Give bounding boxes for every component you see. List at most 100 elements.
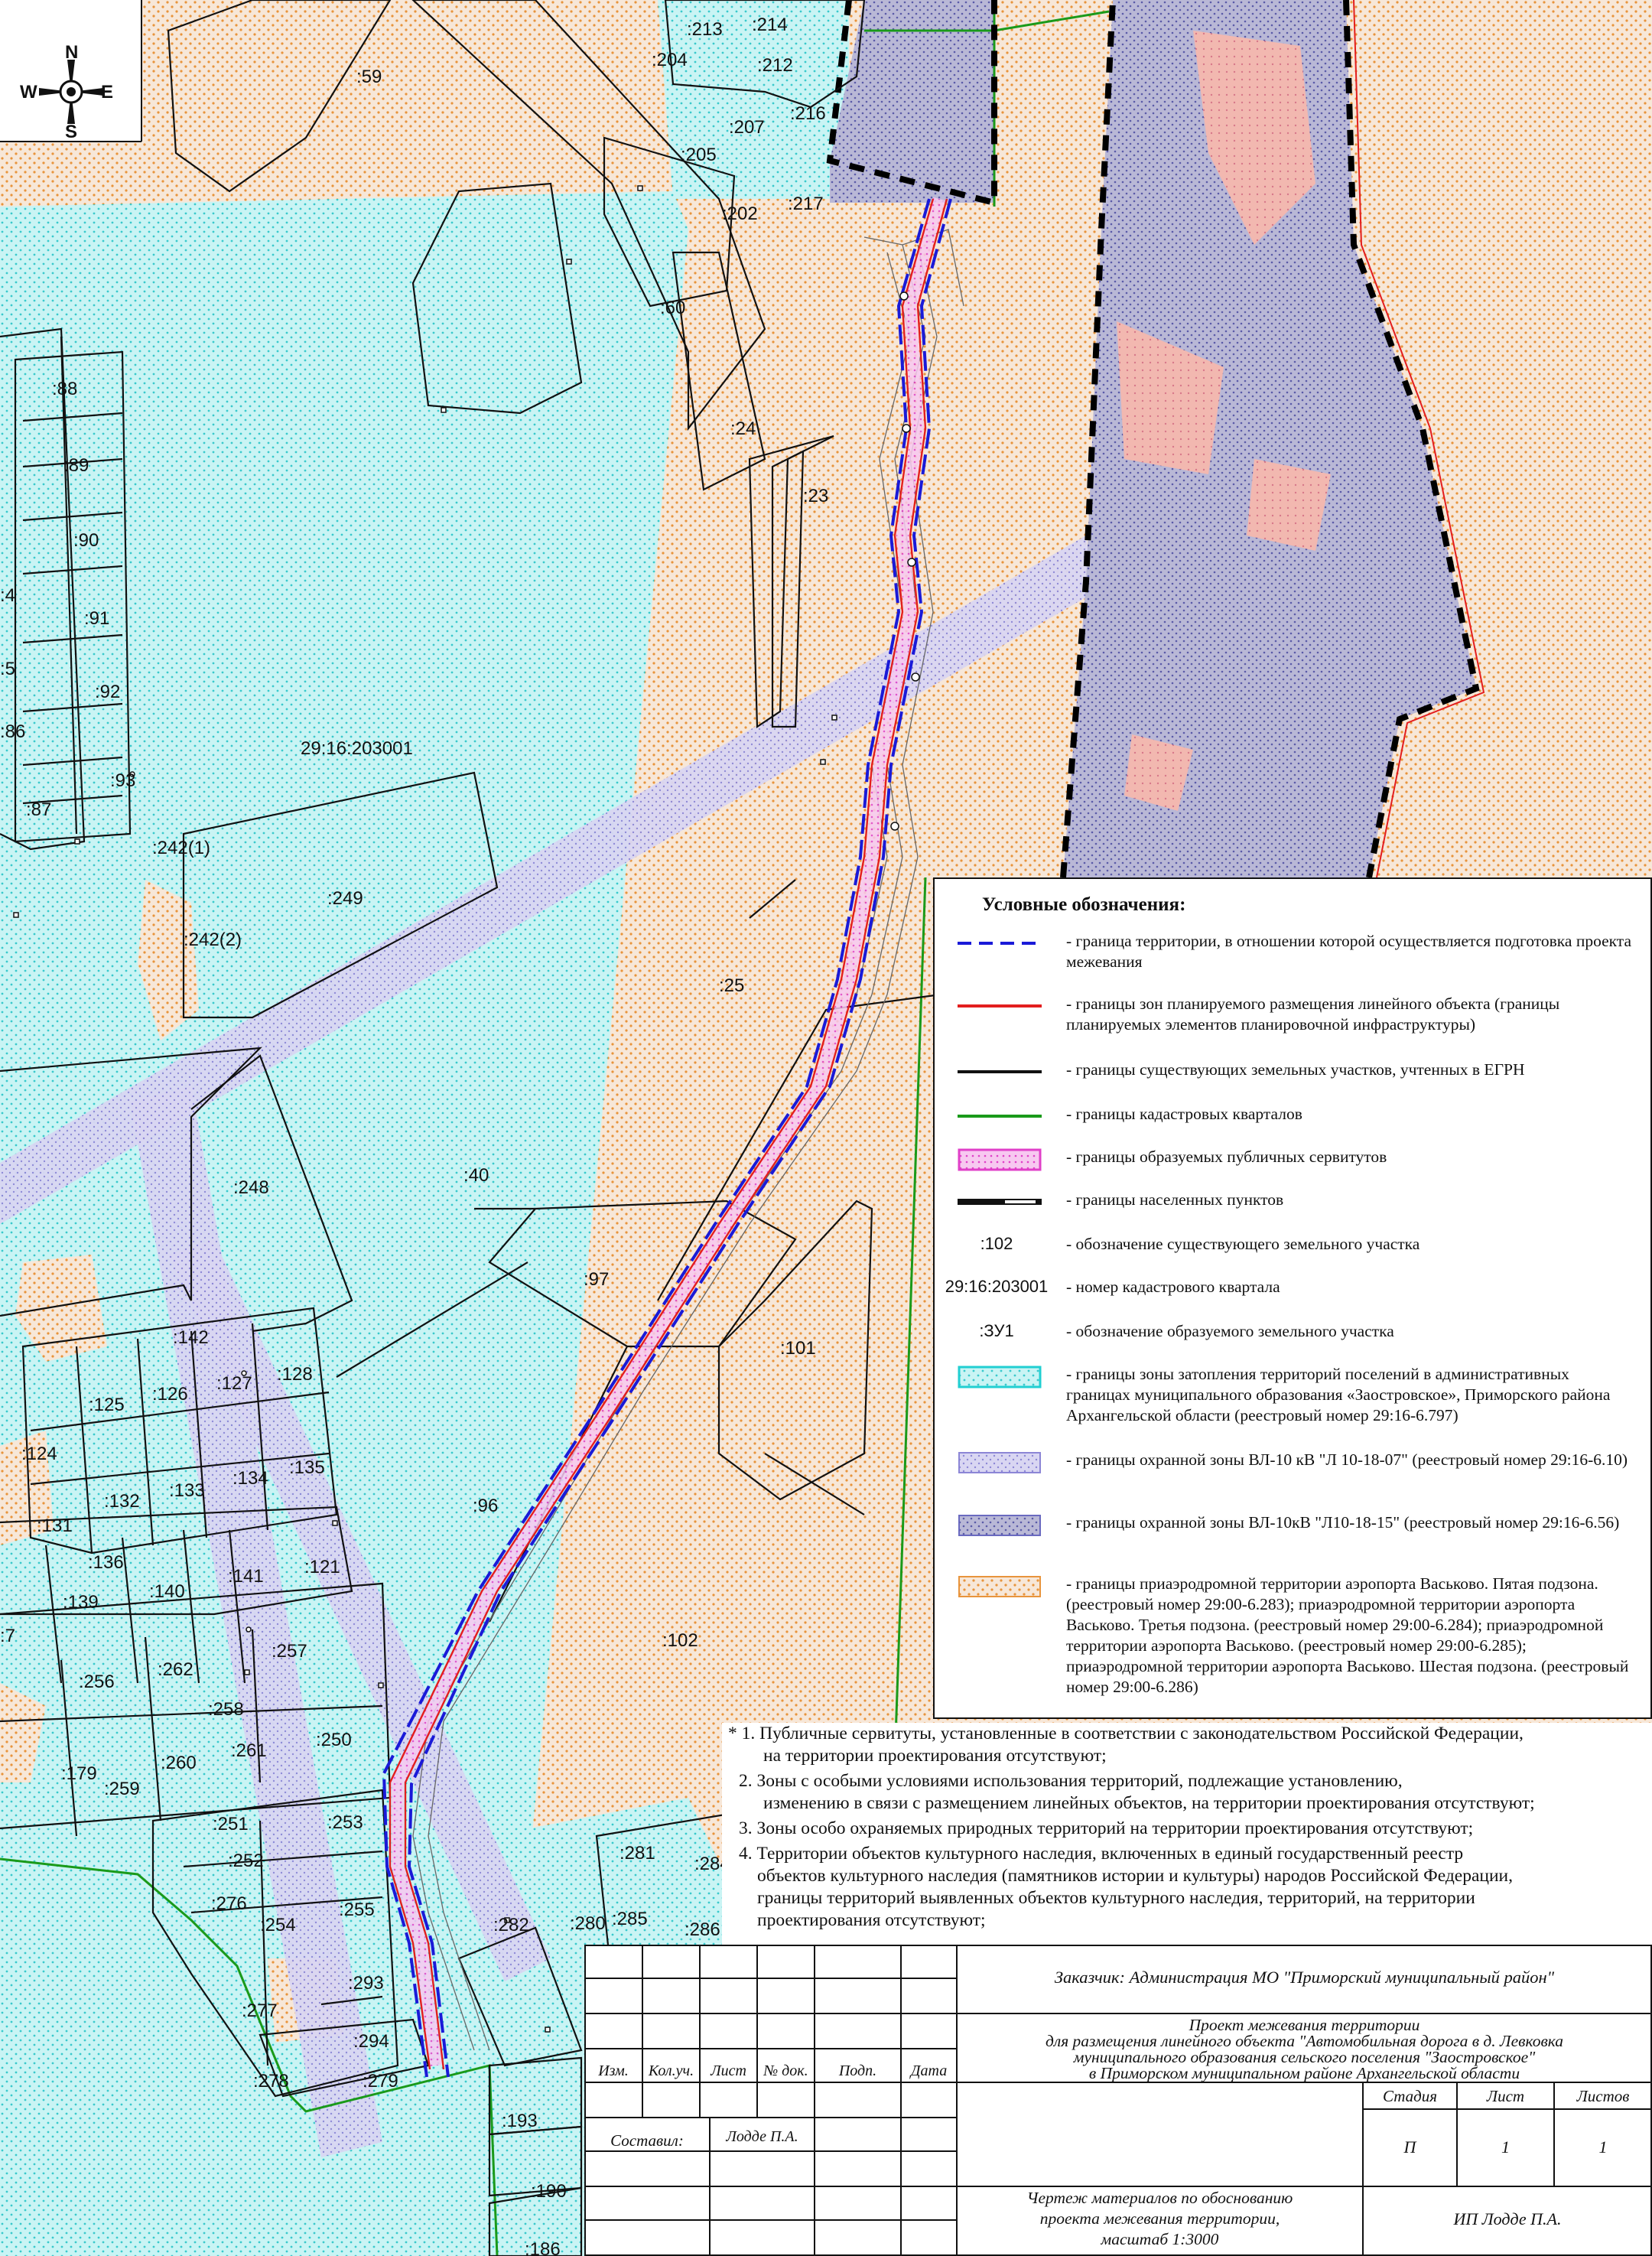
project-boundary — [382, 198, 952, 2078]
parcel-label: :279 — [363, 2071, 398, 2092]
note-line: * 1. Публичные сервитуты, установленные … — [728, 1724, 1524, 1743]
parcel-label: :141 — [228, 1566, 264, 1587]
parcel-boundaries — [0, 0, 941, 2256]
stamp-sheet-header: Лист — [1486, 2087, 1525, 2105]
parcel-label: :87 — [26, 799, 51, 820]
parcel-label: :102 — [662, 1630, 698, 1651]
legend-text: - границы зон планируемого размещения ли… — [1066, 995, 1560, 1034]
parcel-label: :128 — [277, 1364, 313, 1385]
lavender-dotted-rect-icon — [958, 1452, 1041, 1473]
stamp-drawing-line: проекта межевания территории, — [1039, 2209, 1280, 2228]
title-block-grid — [584, 1945, 1652, 2256]
parcel-label: :248 — [233, 1177, 269, 1198]
parcel-labels: :59 :213 :214 :204 :212 :216 :207 :205 :… — [0, 15, 828, 2256]
stamp-header-change: Изм. — [598, 2062, 629, 2079]
legend-title: Условные обозначения: — [982, 894, 1186, 915]
parcel-label: :140 — [149, 1581, 185, 1602]
parcel-label: :136 — [88, 1552, 124, 1573]
parcel-label: :252 — [228, 1851, 264, 1871]
stamp-compiled-label: Составил: — [610, 2131, 684, 2150]
note-line: проектирования отсутствуют; — [757, 1910, 986, 1930]
stamp-header-doc: № док. — [763, 2062, 808, 2079]
note-line: на территории проектирования отсутствуют… — [763, 1746, 1107, 1766]
note-line: объектов культурного наследия (памятнико… — [757, 1866, 1513, 1886]
stamp-project-line: для размещения линейного объекта "Автомо… — [1045, 2032, 1564, 2050]
power-line-zone-l10-18-07-branch2 — [168, 1239, 551, 1981]
parcel-label: :40 — [463, 1165, 489, 1186]
parcel-label: :217 — [788, 194, 824, 214]
parcel-label: :89 — [63, 455, 89, 476]
parcel-label: :86 — [0, 721, 25, 742]
compass-north: N — [65, 42, 78, 63]
parcel-label: :101 — [780, 1338, 816, 1359]
stamp-sheets-header: Листов — [1576, 2087, 1630, 2105]
parcel-label: :259 — [104, 1779, 140, 1799]
legend-text: - границы населенных пунктов — [1066, 1190, 1284, 1209]
stamp-project-line: Проект межевания территории — [1189, 2016, 1420, 2034]
stamp-stage: П — [1403, 2137, 1416, 2157]
parcel-label: :242(2) — [184, 929, 242, 950]
parcel-label: :276 — [211, 1893, 247, 1914]
cyan-dotted-rect-icon — [958, 1366, 1042, 1388]
stamp-header-count: Кол.уч. — [648, 2062, 694, 2079]
legend-text: - обозначение существующего земельного у… — [1066, 1235, 1420, 1253]
parcel-label: :260 — [161, 1753, 197, 1773]
pink-patch — [1193, 31, 1315, 245]
stamp-drawing-line: масштаб 1:3000 — [1101, 2230, 1219, 2248]
pink-patch — [1124, 734, 1193, 811]
parcel-label: :124 — [21, 1444, 57, 1464]
parcel-label: :24 — [730, 418, 756, 439]
parcel-label: :294 — [353, 2031, 389, 2052]
compass-west: W — [20, 82, 37, 103]
red-line-icon — [958, 1004, 1042, 1008]
parcel-label: :88 — [52, 379, 77, 399]
note-line: границы территорий выявленных объектов к… — [757, 1888, 1475, 1908]
compass-south: S — [65, 122, 77, 142]
parcel-label: :242(1) — [152, 838, 210, 858]
parcel-label: :250 — [316, 1730, 352, 1750]
parcel-label: :121 — [304, 1557, 340, 1577]
cadastral-quarter-boundary — [893, 877, 927, 1760]
parcel-label: :254 — [260, 1915, 296, 1935]
planned-object-zone — [389, 198, 948, 2070]
note-line: 2. Зоны с особыми условиями использовани… — [739, 1771, 1403, 1791]
power-line-zone-l10-18-15-east — [1063, 0, 1476, 877]
parcel-label: :202 — [722, 203, 758, 224]
parcel-label: :23 — [803, 486, 828, 506]
stamp-project-title: Проект межевания территории для размещен… — [957, 2017, 1652, 2082]
note-line: изменению в связи с размещением линейных… — [763, 1793, 1535, 1813]
power-line-zone-l10-18-07 — [0, 536, 1094, 1224]
orange-dotted-rect-icon — [958, 1576, 1041, 1597]
blue-dashed-line-icon — [958, 942, 1042, 945]
parcel-label: :60 — [660, 298, 685, 318]
parcel-label: :134 — [233, 1468, 268, 1489]
parcel-label: :257 — [272, 1641, 307, 1662]
stamp-compiled-by: Лодде П.А. — [726, 2128, 798, 2145]
legend-text: - границы охранной зоны ВЛ-10кВ "Л10-18-… — [1066, 1513, 1620, 1532]
legend-text: - границы кадастровых кварталов — [1066, 1105, 1302, 1123]
airport-zone-island — [0, 1683, 46, 1782]
parcel-label: :179 — [61, 1763, 97, 1784]
cadastral-quarter-label: 29:16:203001 — [301, 738, 413, 759]
airport-zone-island — [0, 1431, 54, 1545]
parcel-label: :93 — [110, 770, 135, 791]
pink-patch — [1247, 459, 1331, 551]
power-line-zone-l10-18-15 — [830, 0, 994, 203]
flood-zone-north — [658, 0, 849, 199]
stamp-organization: ИП Лодде П.А. — [1453, 2209, 1562, 2228]
parcel-label: :133 — [169, 1480, 205, 1501]
pink-patch — [1117, 321, 1224, 474]
parcel-label: :207 — [729, 117, 765, 138]
title-block: Изм. Кол.уч. Лист № док. Подп. Дата Сост… — [584, 1945, 1652, 2256]
parcel-label: :285 — [612, 1909, 648, 1929]
stamp-header-date: Дата — [910, 2062, 948, 2079]
parcel-label: :212 — [757, 55, 793, 76]
parcel-label: :253 — [327, 1812, 363, 1833]
stamp-drawing-line: Чертеж материалов по обоснованию — [1026, 2189, 1293, 2207]
cadastral-quarter-boundary — [0, 1857, 499, 2256]
green-line-icon — [958, 1115, 1042, 1118]
black-line-icon — [958, 1070, 1042, 1073]
parcel-label: :214 — [752, 15, 788, 35]
parcel-label: :255 — [339, 1900, 375, 1920]
compass-east: E — [101, 82, 113, 103]
